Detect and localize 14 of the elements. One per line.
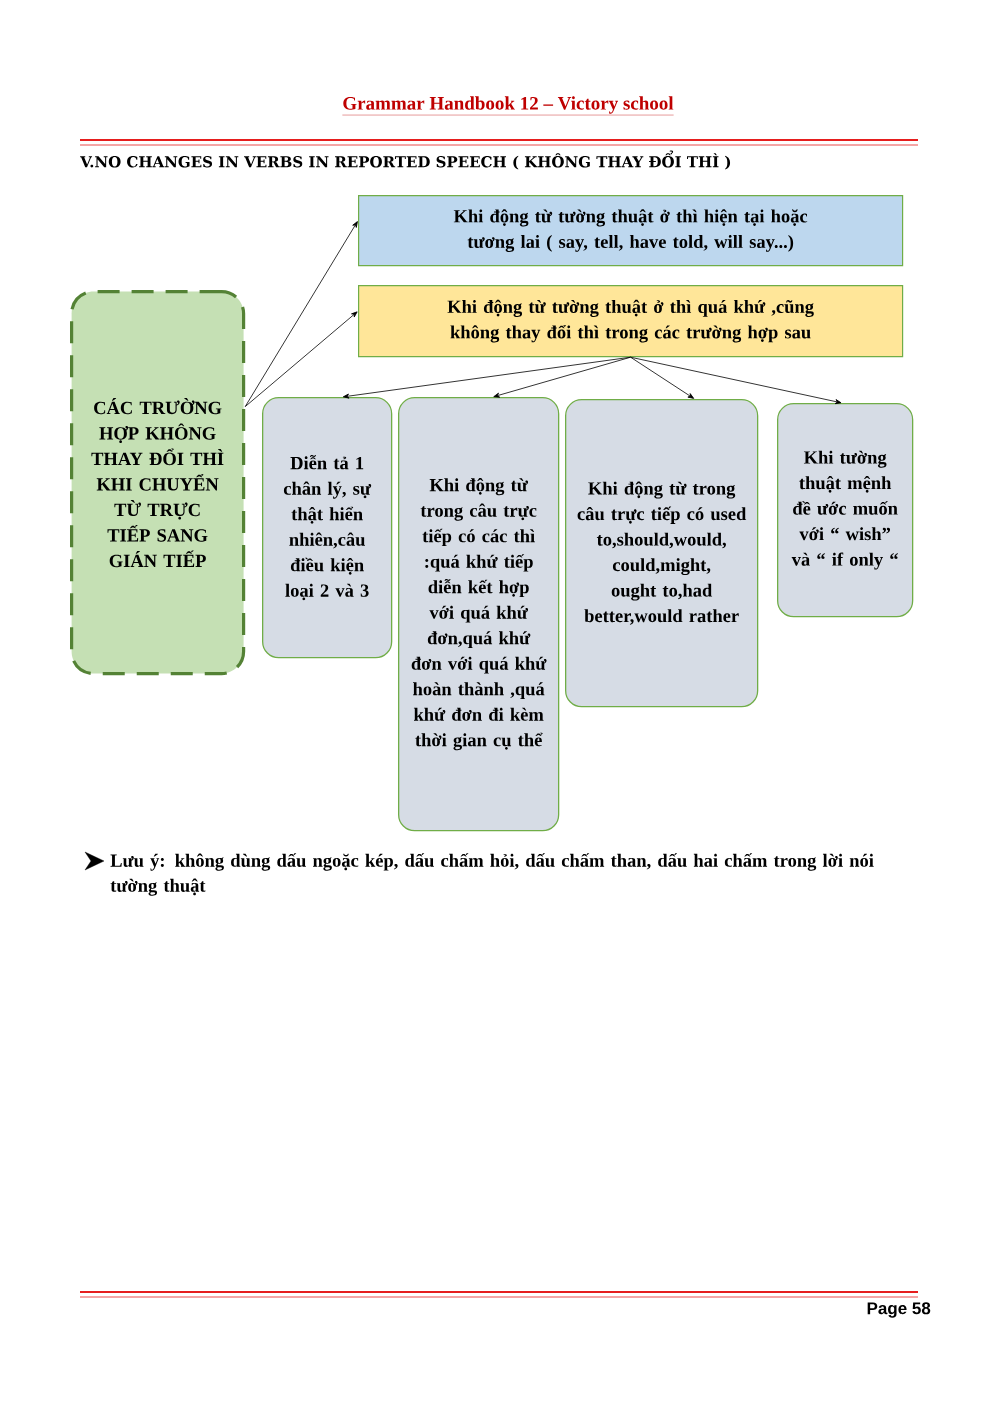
category-box: CÁC TRƯỜNG HỢP KHÔNG THAY ĐỔI THÌ KHI CHUYỂN TỪ TRỰC TIẾP SANG GIÁN TIẾP [70,290,246,676]
arrow [244,311,358,407]
section-heading: V.NO CHANGES IN VERBS IN REPORTED SPEECH ( KHÔNG THAY ĐỔI THÌ ) [80,150,731,170]
arrow [630,356,695,399]
arrow [493,356,631,398]
arrow [630,356,842,405]
page-header: Grammar Handbook 12 – Victory school [342,96,674,116]
case-box: Khi tường thuật mệnh đề ước muốn với “ wish” và “ if only “ [777,403,914,618]
page-number: Page 58 [867,1302,931,1318]
case-box: Diễn tả 1 chân lý, sự thật hiển nhiên,câu điều kiện loại 2 và 3 [262,397,393,659]
case-box: Khi động từ trong câu trực tiếp có các thì :quá khứ tiếp diễn kết hợp với quá khứ đơn,quá khứ đơn với quá khứ hoàn thành ,quá khứ đơn đi kèm thời gian cụ thể [398,397,560,832]
case-box: Khi động từ trong câu trực tiếp có used to,should,would, could,might, ought to,had better,would rather [565,399,759,708]
arrow [244,221,358,407]
note-text: Lưu ý: không dùng dấu ngoặc kép, dấu chấm hỏi, dấu chấm than, dấu hai chấm trong lời nói tường thuật [110,853,874,896]
